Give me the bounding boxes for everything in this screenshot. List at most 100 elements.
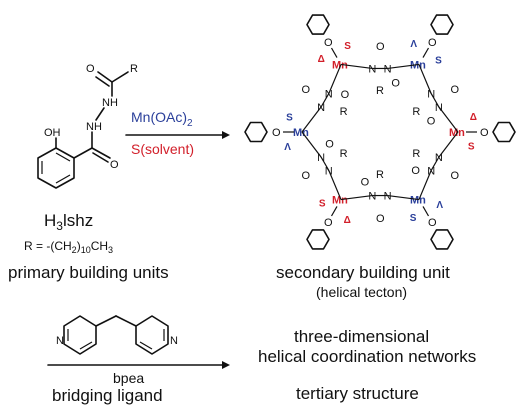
n-atom: N (435, 152, 443, 164)
benzene-ring (244, 121, 268, 143)
o-atom: O (428, 217, 437, 229)
tertiary-line2: helical coordination networks (258, 347, 476, 366)
bpea-structure: N N (56, 315, 178, 355)
r-atom: R (412, 106, 420, 118)
mn-atom: Mn (410, 195, 426, 207)
solvent-label: S(solvent) (131, 141, 194, 157)
chirality-symbol: Δ (470, 112, 477, 123)
n-atom: N (368, 191, 376, 203)
o-atom: O (324, 37, 333, 49)
benzene-ring (430, 14, 454, 35)
solvent-s: S (410, 213, 417, 224)
nh-label: NH (86, 121, 102, 133)
o-atom: O (427, 115, 436, 127)
aromatic-bond (139, 341, 153, 350)
o-atom: O (302, 170, 311, 182)
mn-o-bond (422, 47, 430, 58)
secondary-label: secondary building unit (276, 263, 450, 282)
mn-n-bond (328, 170, 342, 200)
solvent-s: S (435, 56, 442, 67)
o-atom: O (480, 127, 489, 139)
chirality-symbol: Δ (318, 54, 325, 65)
mn-n-bond (340, 63, 373, 70)
n-n-bond (430, 93, 440, 108)
mn-n-bond (438, 131, 459, 158)
benzene-ring (37, 147, 75, 189)
o-atom: O (428, 37, 437, 49)
o-atom: O (391, 77, 400, 89)
n-n-bond (320, 156, 330, 171)
chirality-symbol: Λ (284, 142, 291, 153)
o-atom: O (324, 217, 333, 229)
ethylene-bond (95, 315, 117, 327)
primary-label: primary building units (8, 263, 169, 282)
aromatic-bond (79, 341, 93, 350)
mn-n-bond (387, 194, 420, 201)
o-atom: O (411, 165, 420, 177)
r-atom: R (340, 148, 348, 160)
benzene-ring (306, 229, 330, 250)
solvent-s: S (468, 142, 475, 153)
o-atom: O (302, 84, 311, 96)
solvent-s: S (286, 112, 293, 123)
mn-o-bond (422, 206, 430, 217)
r-definition: R = -(CH2)10CH3 (24, 239, 113, 255)
n-n-bond (320, 93, 330, 108)
o-atom: O (272, 127, 281, 139)
n-atom: N (325, 165, 333, 177)
carbonyl-co-bond (91, 147, 111, 159)
n-atom: N (384, 63, 392, 75)
aromatic-bond (55, 152, 71, 162)
hn-label: NH (102, 97, 118, 109)
benzene-ring (492, 121, 516, 143)
pyridine-ring-right (135, 315, 169, 355)
r-atom: R (412, 148, 420, 160)
ethylene-bond (115, 315, 137, 327)
c-o-double (95, 76, 110, 87)
aromatic-bond (55, 174, 71, 184)
mn-n-bond (340, 194, 373, 201)
r-atom: R (376, 85, 384, 97)
ligand-name: H3lshz (44, 211, 93, 233)
tertiary-line1: three-dimensional (294, 327, 429, 346)
solvent-s: S (344, 41, 351, 52)
o-label: O (110, 159, 119, 171)
o-label: O (86, 63, 95, 75)
pyridine-ring-left (63, 315, 97, 355)
n-label: N (56, 335, 64, 347)
mn-n-bond (301, 131, 322, 158)
n-atom: N (384, 191, 392, 203)
ligand-structure: OH O NH NH O R (37, 63, 138, 189)
mn-n-bond (438, 106, 459, 133)
oh-label: OH (44, 127, 61, 139)
o-atom: O (376, 41, 385, 53)
n-atom: N (427, 89, 435, 101)
r-atom: R (376, 169, 384, 181)
mn-atom: Mn (410, 59, 426, 71)
n-atom: N (427, 165, 435, 177)
o-atom: O (376, 213, 385, 225)
n-atom: N (435, 102, 443, 114)
tertiary-line3: tertiary structure (296, 384, 419, 403)
mn-n-bond (328, 64, 342, 94)
chirality-symbol: Λ (436, 200, 443, 211)
o-atom: O (450, 170, 459, 182)
r-label: R (130, 63, 138, 75)
r-atom: R (340, 106, 348, 118)
ring-carbonyl-bond (73, 147, 93, 159)
chirality-symbol: Λ (410, 39, 417, 50)
mn-n-bond (301, 106, 322, 133)
n-atom: N (325, 89, 333, 101)
arrow-head-2 (222, 361, 230, 369)
o-atom: O (361, 177, 370, 189)
n-n-bond (430, 156, 440, 171)
arrow-head-1 (222, 131, 230, 139)
mn-atom: Mn (332, 195, 348, 207)
o-atom: O (325, 139, 334, 151)
mn-n-bond (418, 170, 432, 200)
c-r-bond (111, 71, 129, 83)
chirality-symbol: Δ (344, 215, 351, 226)
mn-o-bond (330, 206, 338, 217)
